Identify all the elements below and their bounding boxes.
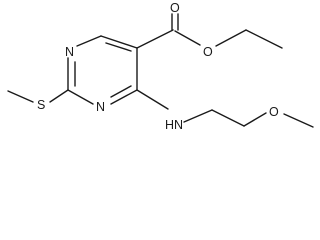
bond-c4-n3 xyxy=(110,89,138,105)
bond-c2-s xyxy=(49,89,69,103)
bond-o-ch3 xyxy=(283,113,314,128)
bond-ch2-ch2 xyxy=(211,109,245,127)
bond-c4-n xyxy=(136,89,169,110)
bond-c4-n3-inner xyxy=(110,85,132,98)
structure-diagram: N N O O S HN O xyxy=(7,1,314,132)
atom-n1: N xyxy=(65,45,74,59)
atom-o-carbonyl: O xyxy=(170,1,180,15)
bond-n3-c2 xyxy=(67,89,94,105)
atom-o-ester: O xyxy=(203,45,213,59)
bond-n1-c6 xyxy=(76,35,102,47)
bond-n-ch2 xyxy=(183,109,213,123)
atom-s: S xyxy=(37,98,45,112)
bonds xyxy=(7,13,314,128)
atom-nh: HN xyxy=(165,118,183,132)
bond-oether-ch2 xyxy=(215,29,247,47)
atom-labels: N N O O S HN O xyxy=(37,1,279,132)
bond-c6-c5-inner xyxy=(105,42,132,52)
bond-c5-carbonyl xyxy=(136,29,174,49)
bond-ch2-ch3 xyxy=(245,29,283,49)
bond-c6-c5 xyxy=(100,35,138,49)
atom-n3: N xyxy=(96,100,105,114)
atom-o-methoxy: O xyxy=(269,105,279,119)
bond-carbonyl-oether xyxy=(174,30,201,46)
bond-s-ch3 xyxy=(7,90,34,103)
bond-ch2-o xyxy=(243,112,267,127)
